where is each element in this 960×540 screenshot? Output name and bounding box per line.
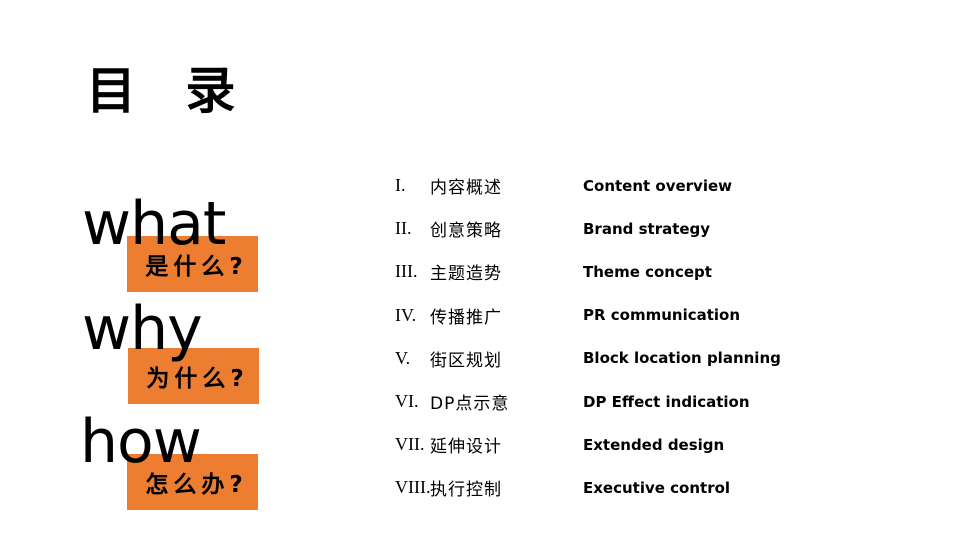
toc-item-3: III. 主题造势 Theme concept <box>395 250 781 293</box>
toc-item-chinese: 传播推广 <box>430 307 502 328</box>
keyword-what-highlight-box: 是什么? <box>127 236 258 292</box>
toc-item-chinese: 执行控制 <box>430 480 502 501</box>
toc-item-numeral: V. <box>395 347 411 368</box>
toc-item-english: Content overview <box>583 176 733 195</box>
toc-item-numeral: IV. <box>395 304 417 325</box>
toc-item-english: Extended design <box>583 435 725 454</box>
toc-item-numeral: I. <box>395 175 406 196</box>
keyword-what-chinese: 是什么? <box>145 254 248 280</box>
toc-item-chinese: 主题造势 <box>430 264 502 285</box>
toc-item-1: I. 内容概述 Content overview <box>395 164 781 207</box>
toc-item-english: Executive control <box>583 478 731 497</box>
keyword-how-chinese: 怎么办? <box>145 472 248 498</box>
keyword-how-highlight-box: 怎么办? <box>127 454 258 510</box>
toc-item-2: II. 创意策略 Brand strategy <box>395 207 781 250</box>
toc-item-numeral: VIII. <box>395 477 431 498</box>
toc-item-6: VI. DP点示意 DP Effect indication <box>395 380 781 423</box>
keyword-why-label: why <box>82 294 203 364</box>
keyword-why-chinese: 为什么? <box>146 366 249 392</box>
toc-item-english: PR communication <box>583 306 741 325</box>
keyword-what-label: what <box>82 189 226 259</box>
toc-list: I. 内容概述 Content overview II. 创意策略 Brand … <box>395 164 781 510</box>
toc-item-english: Block location planning <box>583 349 781 368</box>
toc-item-numeral: III. <box>395 261 418 282</box>
toc-item-numeral: II. <box>395 218 412 239</box>
toc-item-chinese: 创意策略 <box>430 221 502 242</box>
keyword-how-label: how <box>80 407 202 477</box>
toc-item-english: Brand strategy <box>583 219 711 238</box>
page-title: 目 录 <box>86 62 252 120</box>
toc-item-english: Theme concept <box>583 262 712 281</box>
toc-item-numeral: VI. <box>395 391 419 412</box>
toc-item-chinese: 街区规划 <box>430 350 502 371</box>
toc-item-chinese: 内容概述 <box>430 178 502 199</box>
toc-item-4: IV. 传播推广 PR communication <box>395 294 781 337</box>
keyword-why-highlight-box: 为什么? <box>128 348 259 404</box>
toc-item-chinese: 延伸设计 <box>430 437 502 458</box>
toc-item-7: VII. 延伸设计 Extended design <box>395 423 781 466</box>
toc-item-5: V. 街区规划 Block location planning <box>395 337 781 380</box>
toc-item-chinese: DP点示意 <box>430 394 510 415</box>
toc-item-english: DP Effect indication <box>583 392 750 411</box>
toc-item-8: VIII. 执行控制 Executive control <box>395 466 781 509</box>
toc-item-numeral: VII. <box>395 434 425 455</box>
